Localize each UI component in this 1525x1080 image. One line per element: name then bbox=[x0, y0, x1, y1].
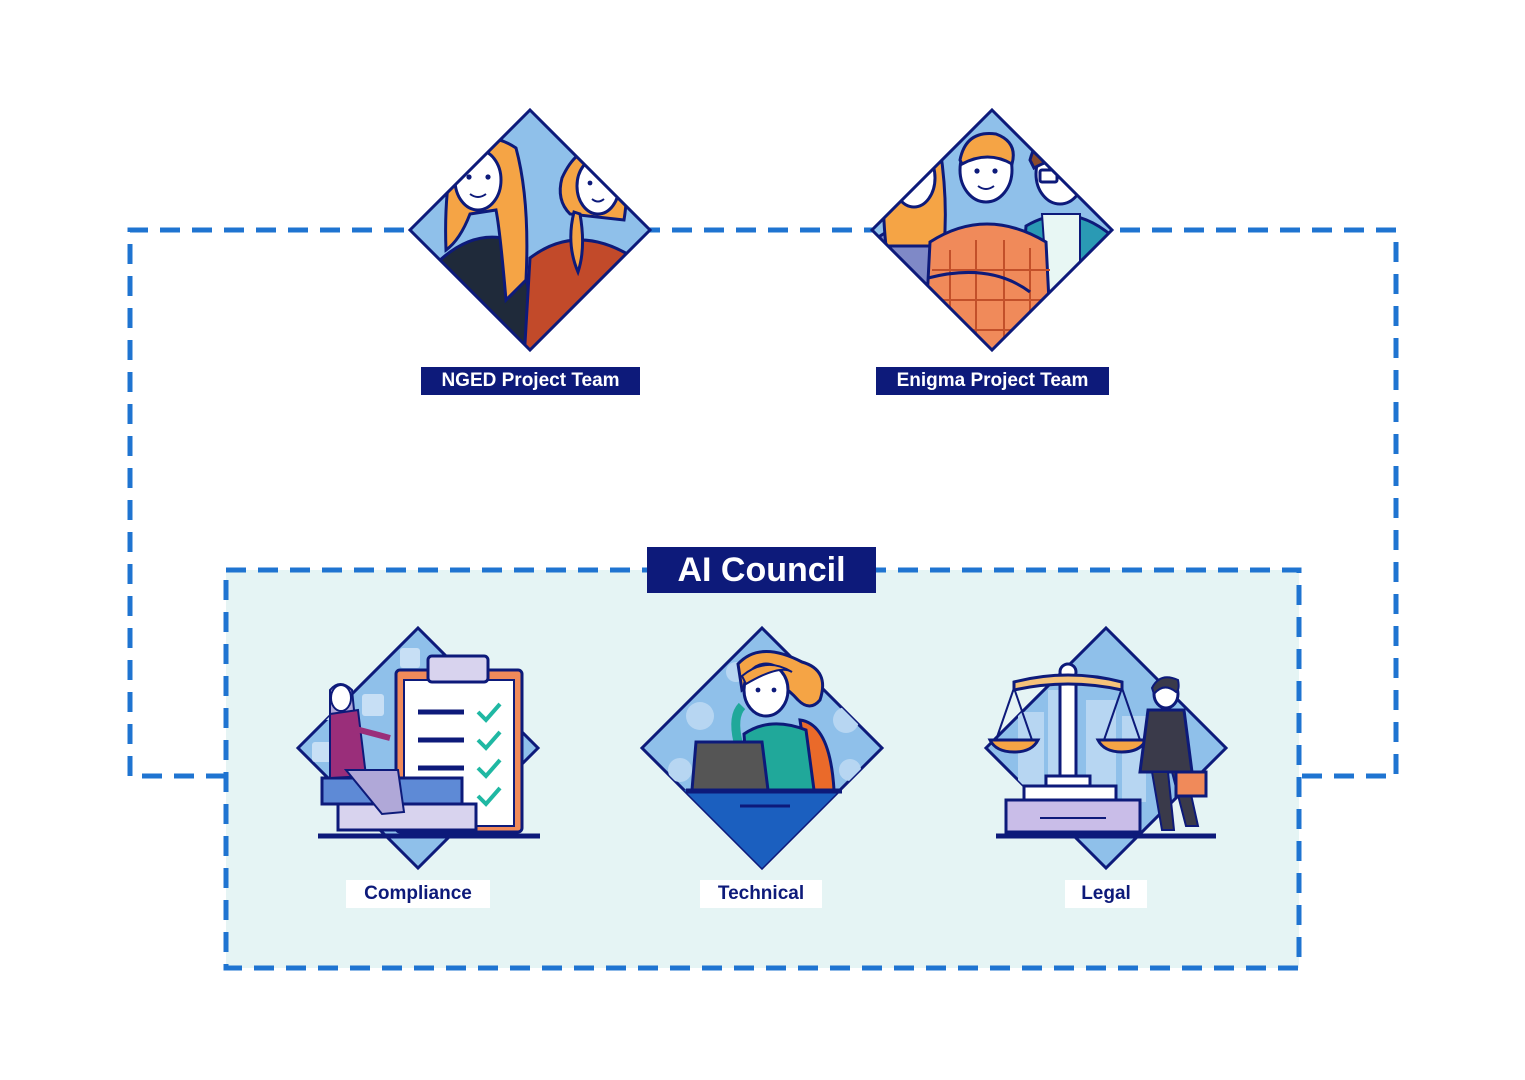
council-label-compliance: Compliance bbox=[346, 880, 490, 908]
three-people-portrait-icon bbox=[869, 107, 1115, 353]
council-label-technical: Technical bbox=[700, 880, 822, 908]
council-label-legal: Legal bbox=[1065, 880, 1147, 908]
legal-scales-icon bbox=[983, 625, 1229, 871]
team-label-enigma: Enigma Project Team bbox=[876, 367, 1109, 395]
outer-dashed-connector bbox=[127, 227, 1399, 779]
two-women-portrait-icon bbox=[407, 107, 653, 353]
team-label-nged: NGED Project Team bbox=[421, 367, 640, 395]
council-title: AI Council bbox=[647, 547, 876, 593]
compliance-checklist-icon bbox=[295, 625, 541, 871]
